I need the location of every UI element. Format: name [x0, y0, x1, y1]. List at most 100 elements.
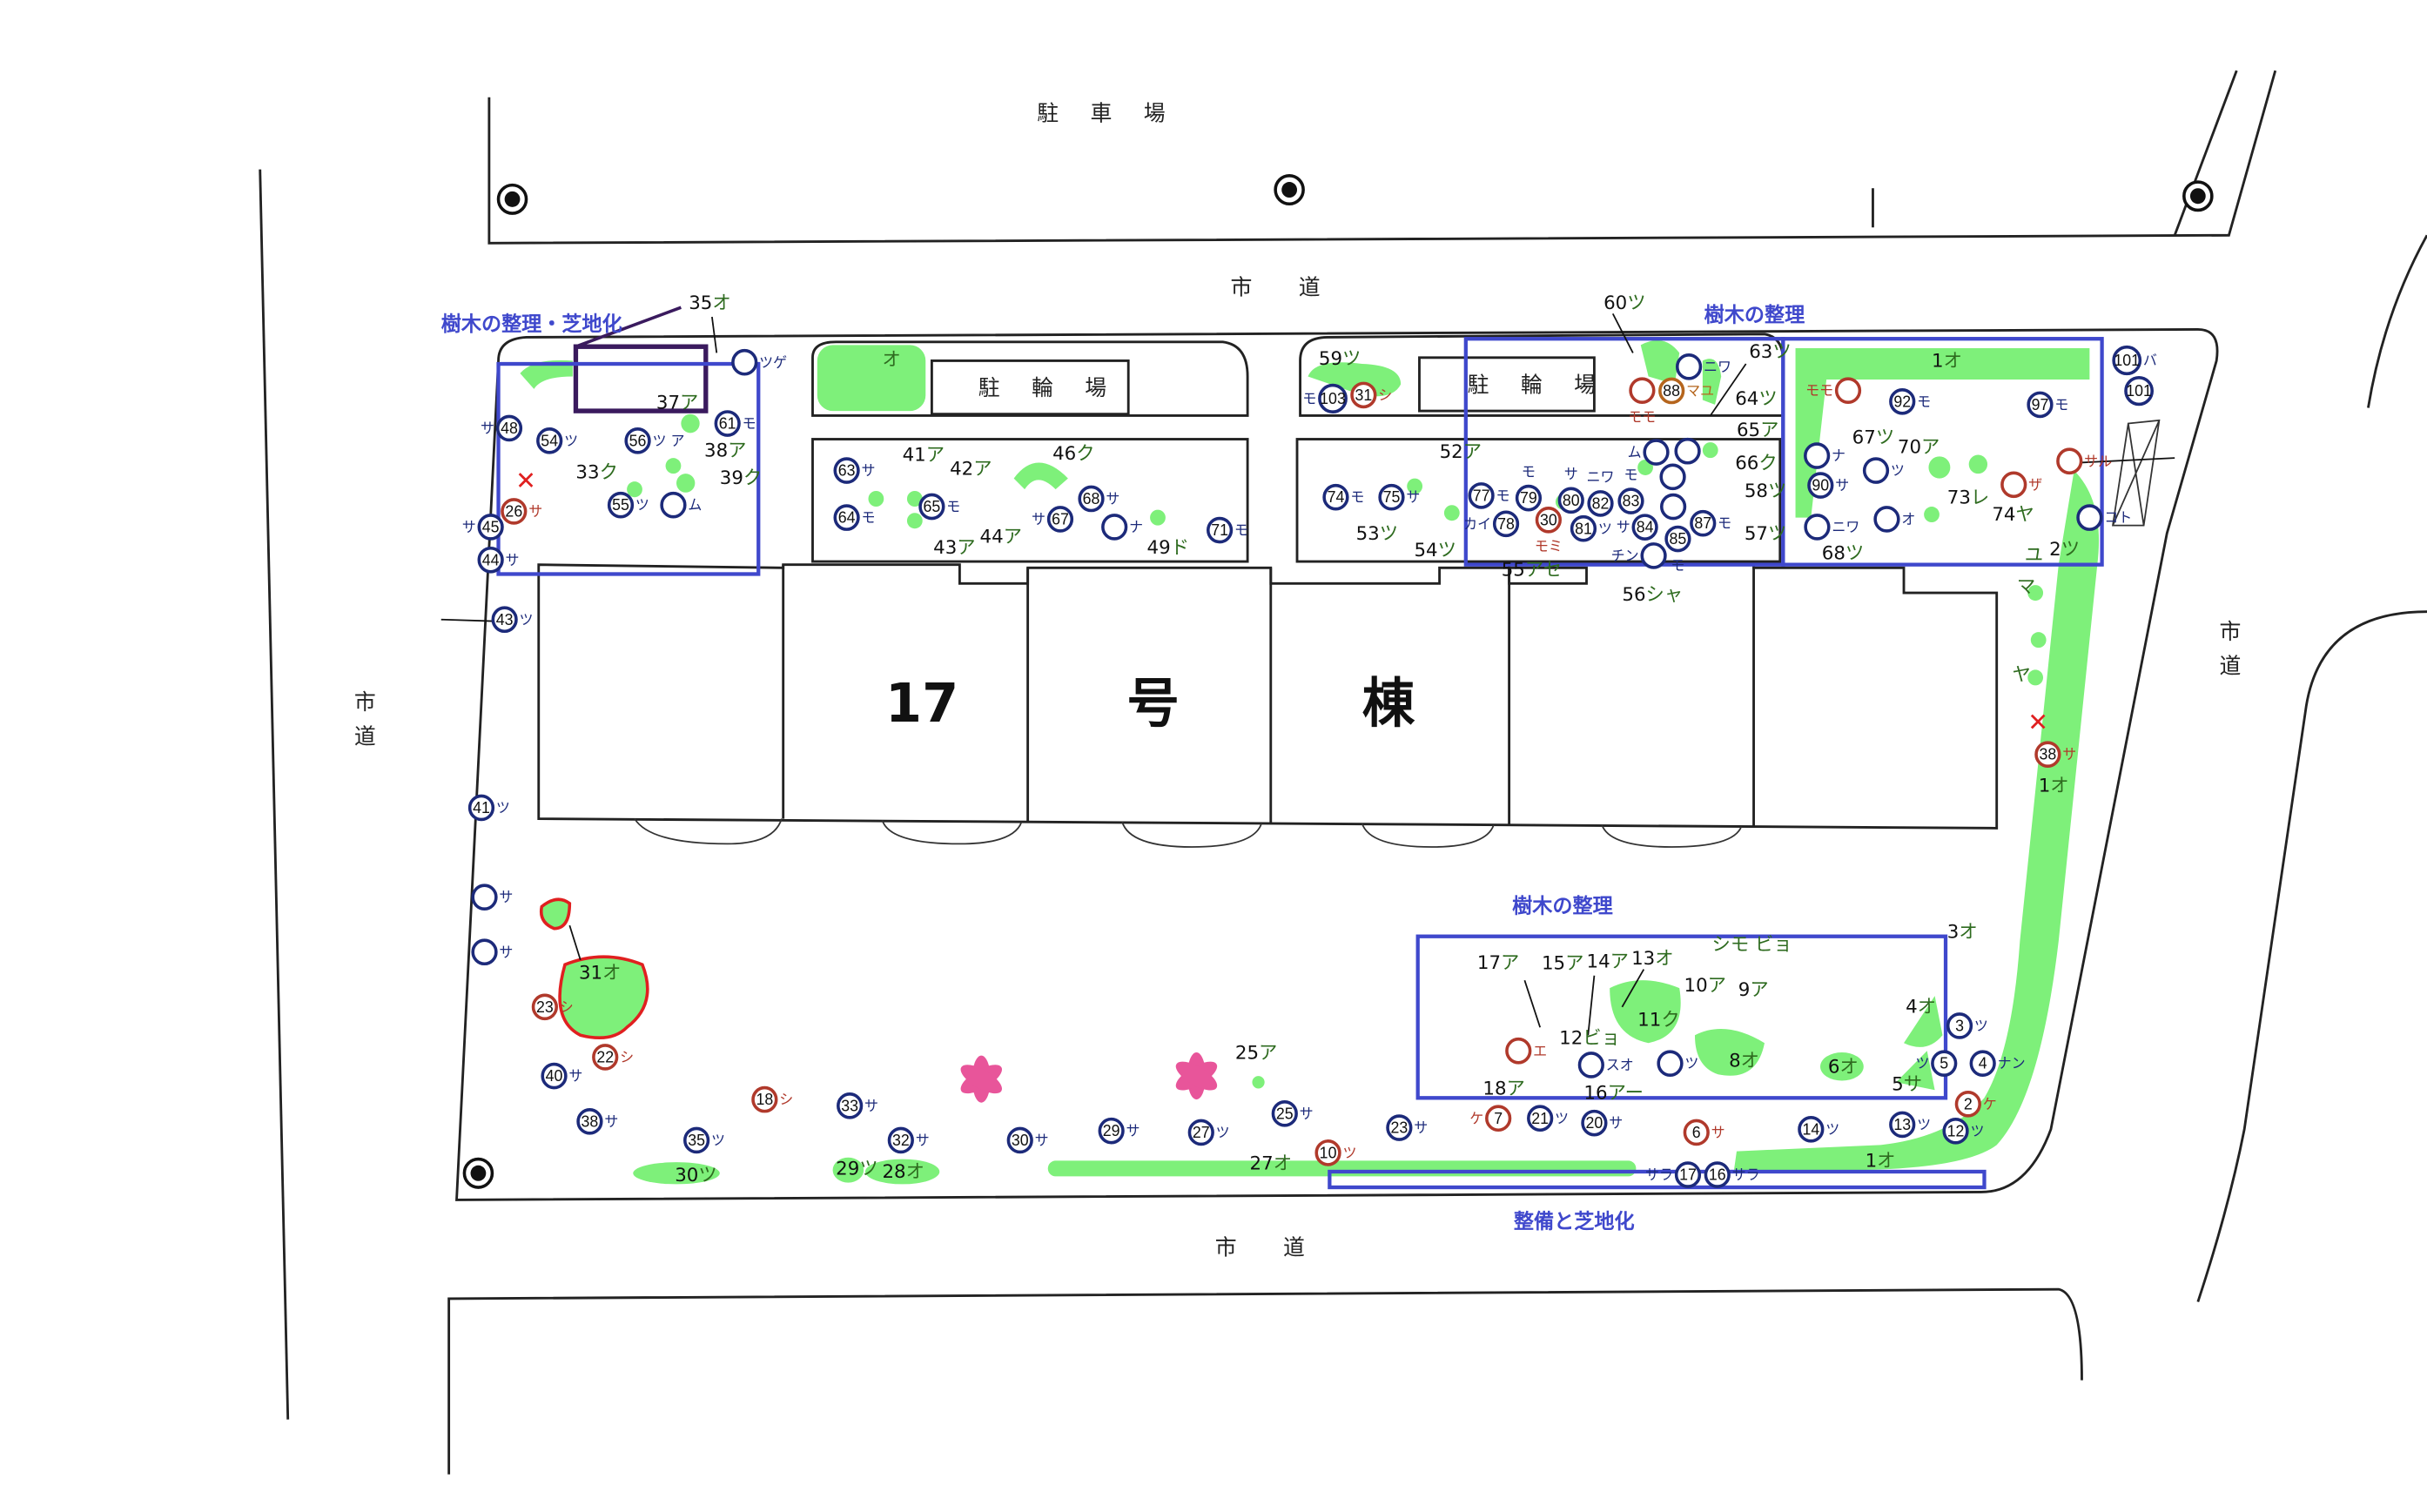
- tree-marker[interactable]: ザ: [2000, 471, 2042, 499]
- tree-species: サラ: [1732, 1166, 1760, 1183]
- tree-marker[interactable]: サ: [471, 938, 513, 966]
- tree-marker[interactable]: [1674, 437, 1701, 465]
- tree-marker[interactable]: エ: [1505, 1037, 1547, 1065]
- tree-marker[interactable]: [1659, 493, 1687, 521]
- tree-label: ヤ: [2012, 664, 2030, 686]
- tree-marker[interactable]: 45サ: [462, 514, 504, 541]
- tree-marker[interactable]: チン: [1611, 542, 1667, 569]
- tree-label-species: ア: [1259, 1042, 1277, 1064]
- tree-number: 10: [1320, 1144, 1337, 1161]
- tree-marker[interactable]: オ: [1873, 506, 1915, 533]
- tree-marker[interactable]: [1659, 463, 1686, 491]
- tree-number: 31: [1355, 386, 1372, 404]
- tree-marker[interactable]: ツ: [1657, 1050, 1698, 1077]
- tree-marker[interactable]: スオ: [1577, 1052, 1634, 1079]
- tree-species: ツ: [1917, 1116, 1931, 1132]
- tree-marker[interactable]: 83モ: [1617, 467, 1644, 514]
- tree-species: サ: [1711, 1124, 1725, 1140]
- tree-marker[interactable]: ム: [1628, 439, 1670, 466]
- tree-marker[interactable]: 5ツ: [1915, 1050, 1958, 1077]
- tree-marker[interactable]: 85モ: [1664, 525, 1691, 574]
- zone-label: 樹木の整理・芝地化: [441, 312, 622, 336]
- tree-marker[interactable]: 101: [2124, 375, 2154, 407]
- tree-marker[interactable]: サル: [2056, 447, 2112, 475]
- tree-marker[interactable]: 80サ: [1557, 466, 1584, 514]
- tree-marker[interactable]: 67サ: [1032, 506, 1074, 533]
- tree-marker[interactable]: ナ: [1804, 442, 1845, 469]
- tree-species: バ: [2143, 352, 2157, 368]
- tree-marker[interactable]: ム: [660, 491, 702, 519]
- tree-label: 68ツ: [1822, 542, 1864, 564]
- tree-marker[interactable]: モモ: [1628, 377, 1656, 426]
- tree-marker[interactable]: コト: [2076, 504, 2132, 531]
- tree-marker[interactable]: ツ: [1862, 457, 1905, 484]
- tree-marker[interactable]: モモ: [1805, 377, 1862, 404]
- tree-marker[interactable]: サ: [471, 884, 513, 911]
- tree-marker[interactable]: 79モ: [1515, 463, 1543, 512]
- tree-marker[interactable]: ニワ: [1804, 514, 1859, 541]
- tree-marker[interactable]: ニワ: [1675, 353, 1731, 380]
- tree-marker[interactable]: ツゲ: [731, 348, 787, 376]
- tree-marker[interactable]: 84サ: [1617, 514, 1658, 541]
- tree-marker[interactable]: 48サ: [481, 414, 523, 442]
- tree-label: 17ア: [1477, 952, 1519, 974]
- tree-marker[interactable]: 7ケ: [1469, 1105, 1512, 1132]
- tree-species: ザ: [2028, 476, 2042, 493]
- tree-marker[interactable]: ナ: [1101, 514, 1143, 541]
